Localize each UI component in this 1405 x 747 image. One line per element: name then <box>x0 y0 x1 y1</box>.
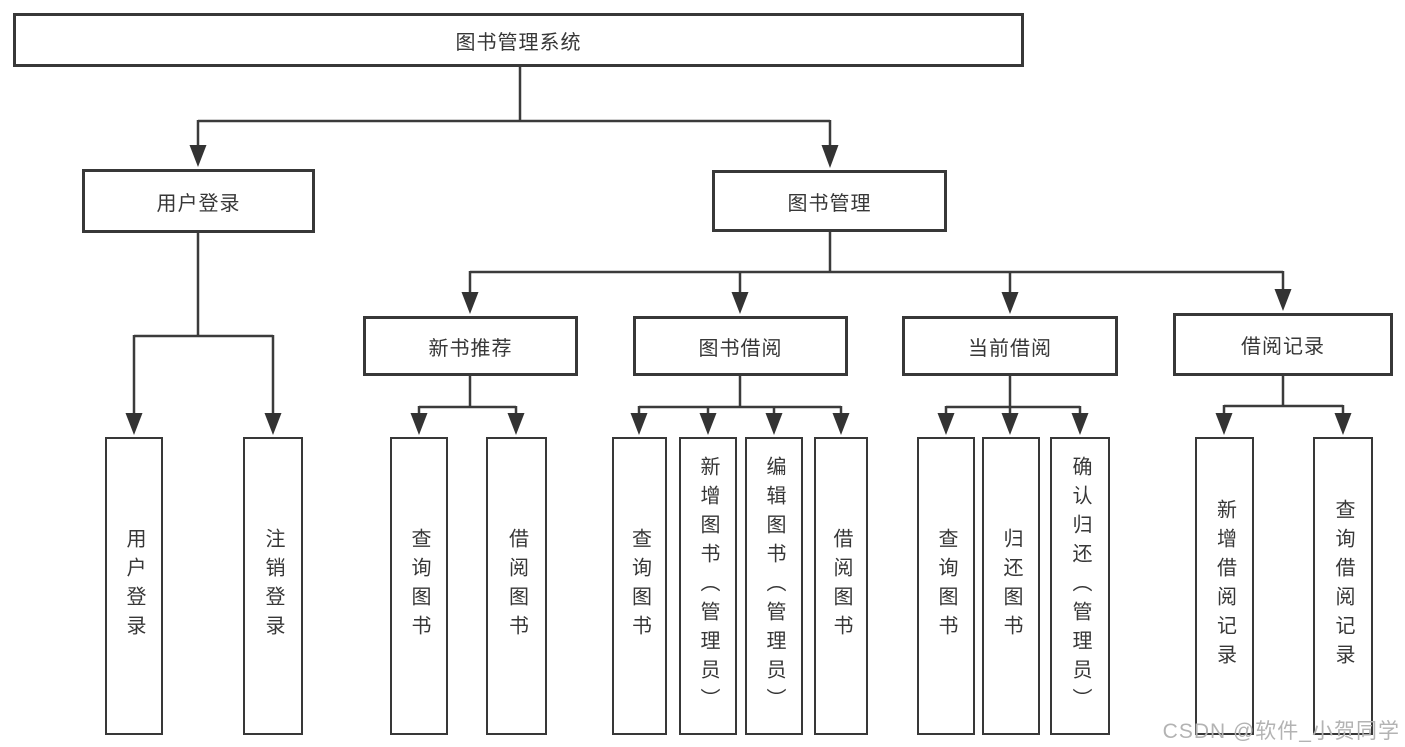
leaf-edit-book-admin: 编辑图书（管理员） <box>745 437 803 735</box>
leaf-logout-label: 注销登录 <box>262 528 284 644</box>
node-book-management: 图书管理 <box>712 170 947 232</box>
leaf-query-books-current-label: 查询图书 <box>935 528 957 644</box>
leaf-query-books-recommend-label: 查询图书 <box>408 528 430 644</box>
leaf-user-login-label: 用户登录 <box>123 528 145 644</box>
leaf-query-books-borrow: 查询图书 <box>612 437 667 735</box>
leaf-return-books-label: 归还图书 <box>1000 528 1022 644</box>
node-book-management-label: 图书管理 <box>787 192 872 215</box>
node-user-login: 用户登录 <box>82 169 315 233</box>
node-current-borrow: 当前借阅 <box>902 316 1118 376</box>
node-user-login-label: 用户登录 <box>156 192 241 215</box>
leaf-return-books: 归还图书 <box>982 437 1040 735</box>
arrowheads <box>125 145 1352 435</box>
leaf-query-borrow-record-label: 查询借阅记录 <box>1332 499 1354 673</box>
node-system-root: 图书管理系统 <box>13 13 1024 67</box>
node-system-root-label: 图书管理系统 <box>455 31 582 54</box>
leaf-confirm-return-admin: 确认归还（管理员） <box>1050 437 1110 735</box>
leaf-borrow-books-recommend: 借阅图书 <box>486 437 547 735</box>
node-new-book-recommend: 新书推荐 <box>363 316 578 376</box>
leaf-add-book-admin: 新增图书（管理员） <box>679 437 737 735</box>
leaf-add-book-admin-label: 新增图书（管理员） <box>697 455 719 717</box>
leaf-add-borrow-record-label: 新增借阅记录 <box>1213 499 1236 673</box>
leaf-confirm-return-admin-label: 确认归还（管理员） <box>1069 455 1091 717</box>
leaf-query-borrow-record: 查询借阅记录 <box>1313 437 1373 735</box>
node-new-book-recommend-label: 新书推荐 <box>428 337 513 360</box>
node-current-borrow-label: 当前借阅 <box>968 337 1052 360</box>
node-book-borrow: 图书借阅 <box>633 316 848 376</box>
node-book-borrow-label: 图书借阅 <box>698 337 783 360</box>
leaf-query-books-borrow-label: 查询图书 <box>628 528 651 644</box>
leaf-borrow-books-recommend-label: 借阅图书 <box>505 528 528 644</box>
leaf-user-login: 用户登录 <box>105 437 163 735</box>
node-borrow-records-label: 借阅记录 <box>1241 336 1325 358</box>
leaf-borrow-books-2: 借阅图书 <box>814 437 868 735</box>
leaf-logout: 注销登录 <box>243 437 303 735</box>
node-borrow-records: 借阅记录 <box>1173 313 1393 376</box>
leaf-borrow-books-2-label: 借阅图书 <box>830 528 852 644</box>
leaf-query-books-recommend: 查询图书 <box>390 437 448 735</box>
leaf-query-books-current: 查询图书 <box>917 437 975 735</box>
leaf-add-borrow-record: 新增借阅记录 <box>1195 437 1254 735</box>
leaf-edit-book-admin-label: 编辑图书（管理员） <box>763 455 785 717</box>
